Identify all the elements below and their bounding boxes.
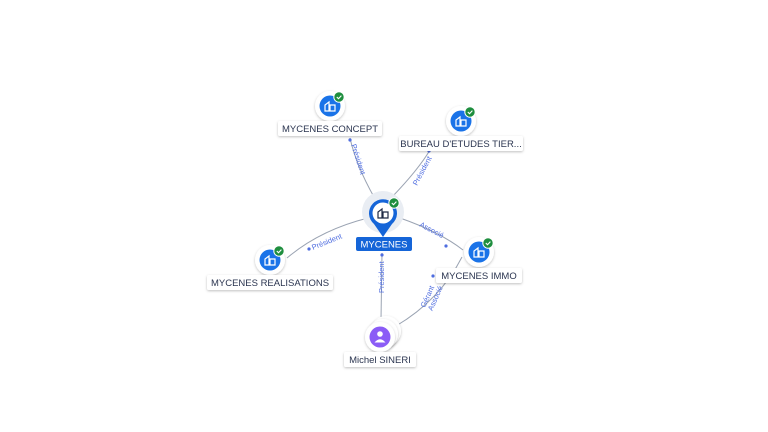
building-icon [473,246,485,258]
node-label-bg [399,136,523,151]
building-icon [264,254,276,266]
edge-label: Président [411,154,434,187]
edge-person-immo[interactable] [395,256,463,327]
node-label: Michel SINERI [349,355,411,366]
edge-label: Président [377,260,386,293]
edge-center-bureau[interactable] [391,149,431,198]
edge-label: Président [310,231,344,252]
node-label-bg [344,352,416,367]
node-label-bg [436,268,522,283]
center-label-bg [356,237,412,251]
node-mycenes-concept[interactable]: MYCENES CONCEPT [278,91,382,136]
verified-check-icon [464,106,476,118]
node-label: MYCENES REALISATIONS [211,278,329,289]
verified-check-icon [482,237,494,249]
edge-arrow [431,274,435,278]
edge-arrow [348,138,352,142]
edge-arrow [380,253,384,257]
person-icon [374,331,386,343]
edge-label: Associé [418,220,445,240]
verified-check-icon [333,91,345,103]
edge-arrow [444,244,448,248]
node-label-bg [207,275,333,290]
node-circle [369,326,391,348]
node-mycenes-immo[interactable]: MYCENES IMMO [436,237,522,283]
center-label: MYCENES [361,240,408,251]
building-icon [377,207,389,219]
edge-arrow [307,247,311,251]
edge-person-center[interactable] [380,252,383,321]
node-label: MYCENES IMMO [441,271,516,282]
verified-check-icon [273,245,285,257]
node-label-bg [278,121,382,136]
edge-label: Président [349,143,368,177]
node-label: MYCENES CONCEPT [282,124,378,135]
edges [286,137,464,327]
verified-check-icon [388,197,400,209]
node-michel-sineri[interactable]: Michel SINERI [344,316,416,367]
node-mycenes-realisations[interactable]: MYCENES REALISATIONS [207,245,333,290]
edge-center-realisations[interactable] [286,217,369,259]
building-icon [324,100,336,112]
edge-label: Gérant Associé [419,281,445,312]
building-icon [455,115,467,127]
edge-center-immo[interactable] [399,217,464,251]
node-label: BUREAU D'ETUDES TIER... [400,139,521,150]
node-center-mycenes[interactable]: MYCENES [356,191,412,251]
node-bureau-detudes[interactable]: BUREAU D'ETUDES TIER... [399,106,523,151]
edge-center-concept[interactable] [349,137,375,198]
